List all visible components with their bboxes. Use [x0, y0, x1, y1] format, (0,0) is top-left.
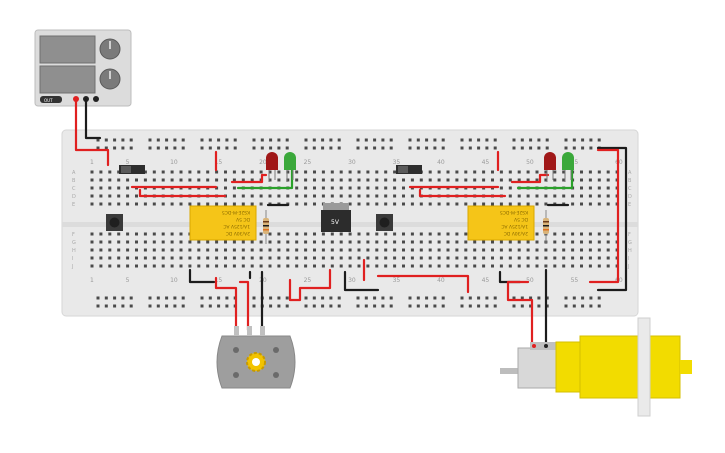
regulator-label: 5V: [331, 219, 340, 226]
column-number-top: 30: [348, 159, 356, 166]
column-number-bottom: 25: [304, 277, 312, 284]
slide-switch-left[interactable]: [119, 165, 145, 174]
push-button-left[interactable]: [106, 214, 123, 231]
row-letter: D: [628, 194, 632, 200]
row-letter: A: [628, 170, 632, 176]
row-letter: B: [72, 178, 76, 184]
row-letter: B: [628, 178, 632, 184]
relay-left-line1: KS2E-M-DC5: [222, 209, 250, 215]
power-supply[interactable]: OUT: [34, 29, 132, 107]
relay-right-line2: DC 5V: [513, 216, 528, 222]
relay-right-line1: KS2E-M-DC5: [500, 209, 528, 215]
row-letter: E: [72, 202, 75, 208]
row-letter: I: [72, 256, 73, 262]
row-letter: G: [628, 240, 632, 246]
gear-motor: [500, 317, 692, 417]
column-number-bottom: 40: [437, 277, 445, 284]
wires: [74, 97, 628, 344]
column-number-top: 25: [304, 159, 312, 166]
column-number-top: 35: [393, 159, 401, 166]
dc-motor: [216, 326, 296, 389]
resistor-right: [543, 210, 549, 244]
relay-right-line4: 2A/30V DC: [504, 230, 528, 236]
wire-black-supply: [84, 97, 102, 140]
relay-left-line2: DC 5V: [235, 216, 250, 222]
psu-out-label: OUT: [44, 98, 53, 103]
row-letter: G: [72, 240, 76, 246]
row-letter: C: [628, 186, 632, 192]
column-number-bottom: 50: [526, 277, 534, 284]
column-number-top: 50: [526, 159, 534, 166]
row-letter: H: [628, 248, 632, 254]
led-green-right: [562, 152, 574, 182]
column-number-top: 45: [482, 159, 490, 166]
row-letter: D: [72, 194, 76, 200]
wire-red-supply: [74, 97, 110, 167]
column-number-top: 15: [215, 159, 223, 166]
row-letter: J: [71, 264, 73, 270]
row-letter: J: [627, 264, 629, 270]
relay-right-line3: 1A/125V AC: [501, 223, 528, 229]
column-number-top: 55: [571, 159, 579, 166]
relay-left-line3: 1A/125V AC: [223, 223, 250, 229]
column-number-top: 20: [259, 159, 267, 166]
column-number-bottom: 45: [482, 277, 490, 284]
row-letter: A: [72, 170, 76, 176]
led-red-left: [266, 152, 278, 182]
row-letter: I: [628, 256, 629, 262]
row-letter: F: [72, 232, 75, 238]
column-number-top: 1: [90, 159, 94, 166]
row-letter: C: [72, 186, 76, 192]
row-letter: E: [628, 202, 631, 208]
resistor-left: [263, 210, 269, 244]
relay-left: 2A/30V DC 1A/125V AC DC 5V KS2E-M-DC5: [189, 205, 257, 241]
voltage-regulator: 5V: [321, 203, 351, 232]
row-letter: H: [72, 248, 76, 254]
row-letter: F: [628, 232, 631, 238]
slide-switch-right[interactable]: [396, 165, 422, 174]
relay-right: 2A/30V DC 1A/125V AC DC 5V KS2E-M-DC5: [467, 205, 535, 241]
column-number-top: 5: [126, 159, 130, 166]
column-number-bottom: 1: [90, 277, 94, 284]
column-number-top: 40: [437, 159, 445, 166]
column-number-bottom: 10: [170, 277, 178, 284]
column-number-bottom: 55: [571, 277, 579, 284]
led-red-right: [544, 152, 556, 182]
column-number-bottom: 5: [126, 277, 130, 284]
column-number-top: 10: [170, 159, 178, 166]
push-button-right[interactable]: [376, 214, 393, 231]
led-green-left: [284, 152, 296, 182]
column-number-bottom: 30: [348, 277, 356, 284]
column-number-bottom: 15: [215, 277, 223, 284]
column-number-bottom: 35: [393, 277, 401, 284]
relay-left-line4: 2A/30V DC: [226, 230, 250, 236]
